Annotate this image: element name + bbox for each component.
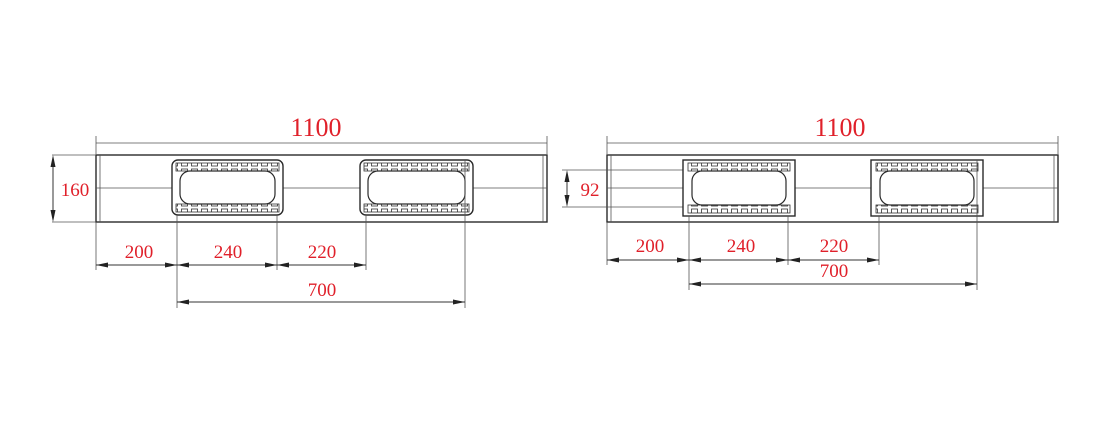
- right-fork-opening-2: [870, 159, 984, 217]
- right-pallet-view: 1100: [562, 113, 1059, 290]
- right-height-label: 92: [581, 180, 600, 201]
- left-dim-b-label: 240: [214, 242, 243, 263]
- left-dim-a-label: 200: [125, 242, 154, 263]
- right-dim-b-label: 240: [727, 236, 756, 257]
- left-dim-c-label: 220: [308, 242, 337, 263]
- left-total-dimension: 700: [177, 280, 465, 305]
- left-pallet-view: 1100 160: [50, 113, 548, 308]
- right-chain-dimensions: 200 240 220: [607, 236, 879, 263]
- left-chain-dimensions: 200 240 220: [96, 242, 366, 268]
- right-overall-length-label: 1100: [814, 113, 865, 142]
- right-dim-a-label: 200: [636, 236, 665, 257]
- left-fork-opening-1: [171, 159, 284, 216]
- right-total-dimension: 700: [689, 261, 977, 287]
- left-fork-opening-2: [359, 159, 474, 216]
- left-pallet-body: [95, 154, 548, 223]
- right-overall-dimension: 1100: [606, 113, 1059, 154]
- right-total-label: 700: [820, 261, 849, 282]
- right-height-dimension: 92: [562, 169, 607, 208]
- left-overall-length-label: 1100: [290, 113, 341, 142]
- left-overall-dimension: 1100: [95, 113, 548, 154]
- right-pallet-body: [606, 154, 1059, 223]
- right-dim-c-label: 220: [820, 236, 849, 257]
- left-height-dimension: 160: [50, 154, 96, 223]
- left-height-label: 160: [61, 180, 90, 201]
- right-fork-opening-1: [682, 159, 796, 217]
- left-total-label: 700: [308, 280, 337, 301]
